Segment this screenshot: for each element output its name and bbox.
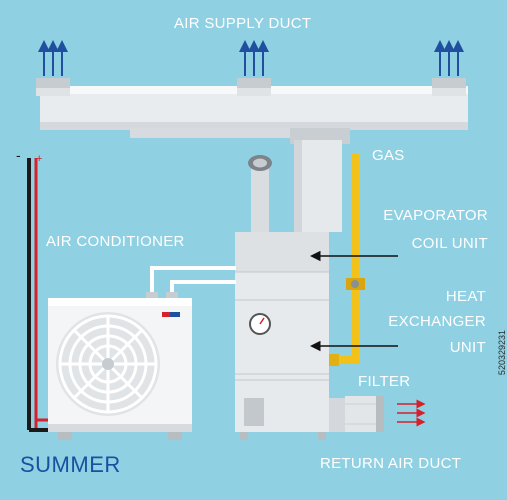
- label-filter: FILTER: [358, 373, 411, 390]
- label-season: SUMMER: [20, 452, 121, 477]
- pressure-gauge-icon: [249, 313, 271, 335]
- label-unit: UNIT: [449, 339, 486, 356]
- refrigerant-lines: [146, 266, 236, 300]
- label-heat: HEAT: [445, 288, 486, 305]
- minus-sign: -: [16, 147, 21, 163]
- label-gas: GAS: [372, 147, 405, 164]
- air-supply-duct: [36, 78, 468, 232]
- return-arrows: [397, 399, 426, 427]
- label-air-conditioner: AIR CONDITIONER: [46, 233, 185, 250]
- label-exchanger: EXCHANGER: [388, 313, 486, 330]
- gas-pipe: [329, 154, 359, 366]
- power-cable: [27, 158, 48, 432]
- watermark-id: 520329231: [497, 330, 507, 376]
- return-air-duct: [329, 396, 384, 432]
- label-coil-unit: COIL UNIT: [411, 235, 488, 252]
- plus-sign: +: [36, 153, 43, 165]
- supply-arrows-right: [434, 40, 464, 76]
- label-evaporator: EVAPORATOR: [383, 207, 488, 224]
- furnace-unit: [235, 232, 329, 440]
- supply-arrows-middle: [239, 40, 269, 76]
- flue-pipe: [248, 155, 272, 234]
- fan-icon: [56, 312, 160, 416]
- supply-arrows-left: [38, 40, 68, 76]
- label-return-air-duct: RETURN AIR DUCT: [320, 455, 462, 472]
- gas-valve-icon: [346, 278, 365, 290]
- label-air-supply-duct: AIR SUPPLY DUCT: [174, 15, 312, 32]
